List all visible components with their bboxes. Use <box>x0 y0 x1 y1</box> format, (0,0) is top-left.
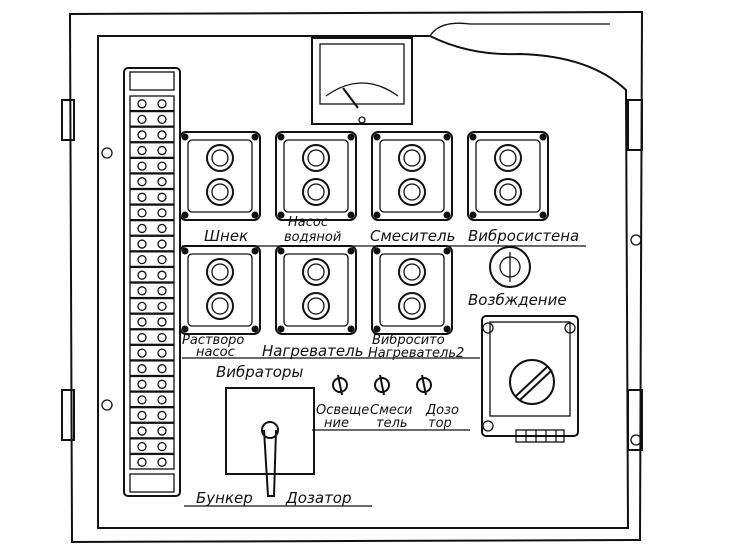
terminal <box>129 391 175 408</box>
cabinet-outline <box>68 10 644 544</box>
terminal <box>129 220 175 236</box>
label-dozator: Дозатор <box>285 489 352 507</box>
terminal <box>129 438 175 455</box>
toggle-switch-mixer[interactable] <box>374 374 390 396</box>
toggle-switch-dozer[interactable] <box>416 374 432 396</box>
terminal <box>129 329 175 345</box>
terminal <box>129 204 175 221</box>
terminal <box>129 142 175 158</box>
pushbutton[interactable] <box>206 178 234 206</box>
label-nasos-line2: водяной <box>284 230 341 245</box>
label-vibrosito-line2: Нагреватель2 <box>368 346 464 361</box>
door-screws <box>101 147 642 446</box>
label-rastvoro-line1: Растворо <box>182 333 244 348</box>
terminal <box>129 313 175 330</box>
terminal <box>129 235 175 252</box>
pushbutton-stations <box>179 131 549 335</box>
label-bunker: Бункер <box>196 489 253 507</box>
label-nasos-line1: Насос <box>288 215 328 230</box>
pushbutton[interactable] <box>302 292 330 320</box>
pushbutton[interactable] <box>206 258 234 286</box>
label-vozbuzhdenie: Возбждение <box>468 291 567 309</box>
station-smesitel <box>371 131 453 221</box>
terminal <box>129 95 175 112</box>
label-dividers <box>182 245 586 507</box>
pushbutton[interactable] <box>398 258 426 286</box>
station-shnek <box>179 131 261 221</box>
pushbutton[interactable] <box>398 144 426 172</box>
panel-meter <box>311 37 413 125</box>
terminal <box>129 407 175 423</box>
rotary-knob[interactable] <box>509 359 555 405</box>
label-vibrosistema: Вибросистена <box>468 227 579 245</box>
label-lighting-line2: ние <box>324 416 349 431</box>
label-smesitel: Смеситель <box>370 227 455 245</box>
station-nasos <box>275 131 357 221</box>
pushbutton[interactable] <box>206 144 234 172</box>
terminal <box>129 188 175 205</box>
terminal-block <box>123 67 181 497</box>
toggle-switch-lighting[interactable] <box>332 374 348 396</box>
terminal <box>129 422 175 439</box>
label-lighting-line1: Освеще <box>316 403 369 418</box>
label-mixer-switch-line1: Смеси <box>370 403 412 418</box>
label-rastvoro-line2: насос <box>196 345 235 360</box>
pushbutton[interactable] <box>398 178 426 206</box>
pushbutton[interactable] <box>302 178 330 206</box>
pushbutton[interactable] <box>206 292 234 320</box>
terminal <box>129 282 175 299</box>
label-mixer-switch-line2: тель <box>376 416 408 431</box>
pushbutton[interactable] <box>398 292 426 320</box>
terminal <box>129 173 175 190</box>
terminal <box>129 344 175 361</box>
terminal <box>129 251 175 268</box>
terminal <box>129 110 175 127</box>
label-vibratory: Вибраторы <box>216 363 303 381</box>
pushbutton[interactable] <box>302 258 330 286</box>
label-dozer-switch-line1: Дозо <box>425 403 459 418</box>
terminal <box>129 375 175 392</box>
station-vibrosito <box>371 245 453 335</box>
terminal <box>129 157 175 174</box>
label-dozer-switch-line2: тор <box>428 416 452 431</box>
pushbutton[interactable] <box>494 144 522 172</box>
label-nagrevatel: Нагреватель <box>262 342 364 360</box>
terminal <box>129 360 175 377</box>
station-rastvoronasos <box>179 245 261 335</box>
label-shnek: Шнек <box>204 227 248 245</box>
pushbutton[interactable] <box>494 178 522 206</box>
rotary-switch-box[interactable] <box>481 315 579 443</box>
hinges <box>61 99 643 451</box>
label-vibrosito-line1: Вибросито <box>372 333 445 348</box>
station-nagrevatel <box>275 245 357 335</box>
terminal <box>129 297 175 314</box>
terminal <box>129 453 175 470</box>
pushbutton[interactable] <box>302 144 330 172</box>
terminal <box>129 126 175 143</box>
terminal <box>129 266 175 283</box>
bunker-lever-switch[interactable] <box>225 387 315 497</box>
excitation-knob[interactable] <box>489 246 531 288</box>
station-vibrosistema <box>467 131 549 221</box>
